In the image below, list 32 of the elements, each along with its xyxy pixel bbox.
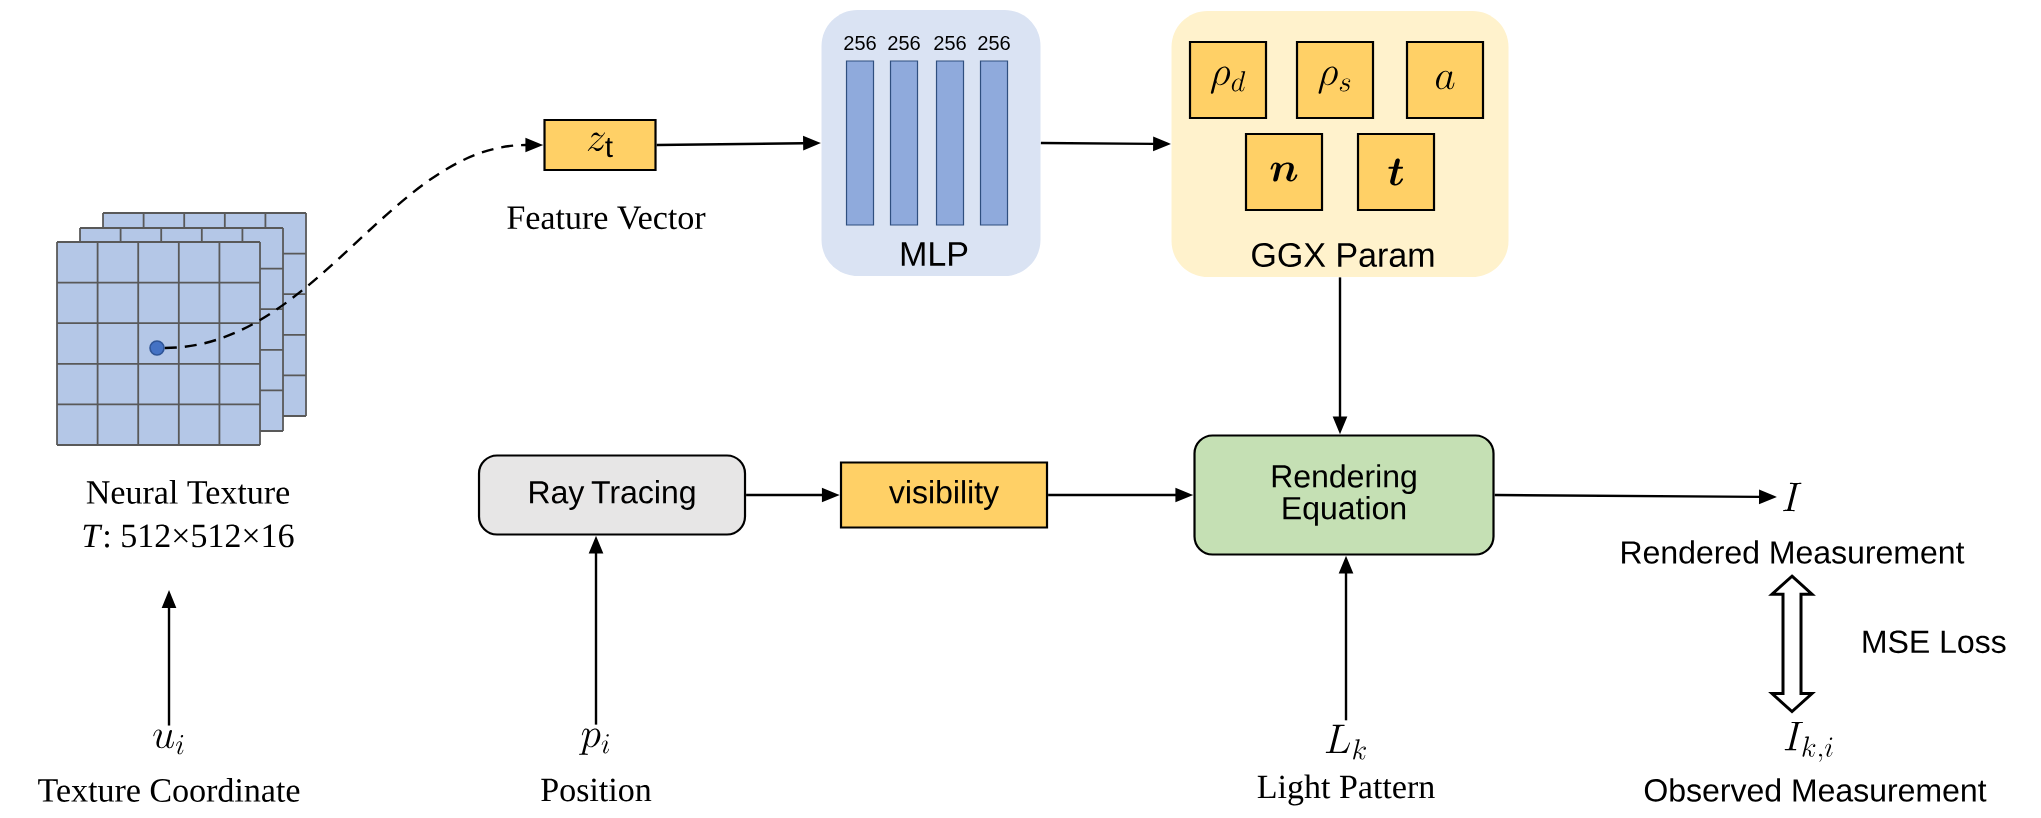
parameter-box: $\rho_{s}$ xyxy=(1295,40,1375,120)
caption-label: Feature Vector xyxy=(507,206,706,230)
edge-label: MSE Loss xyxy=(1856,626,2011,658)
parameter-box: $\rho_{d}$ xyxy=(1188,40,1268,120)
double-arrow xyxy=(1768,574,1816,714)
layer-bar: 256 xyxy=(888,35,920,226)
node-label: 256 xyxy=(844,35,876,51)
parameter-box: $a$ xyxy=(1405,40,1485,120)
node-label: 256 xyxy=(978,35,1010,51)
layer-bar: 256 xyxy=(844,35,876,226)
node-label: 256 xyxy=(934,35,966,51)
node-label: Neural Texture xyxy=(86,480,290,504)
symbol-label: $I$ xyxy=(1783,482,1802,512)
caption-label: Rendered Measurement xyxy=(1622,540,1965,564)
parameter-box: $\boldsymbol{n}$ xyxy=(1244,132,1324,212)
caption-label: Texture Coordinate xyxy=(38,778,300,802)
layer-bar: 256 xyxy=(978,35,1010,226)
layer-bar: 256 xyxy=(934,35,966,226)
process-box: Ray Tracing xyxy=(477,454,747,536)
parameter-box: $\boldsymbol{t}$ xyxy=(1356,132,1436,212)
vector-box: visibility xyxy=(839,461,1049,529)
caption-label: Observed Measurement xyxy=(1644,778,1987,802)
process-box: Rendering Equation xyxy=(1193,434,1495,556)
symbol-label: $I_{k,i}$ xyxy=(1784,721,1833,763)
symbol-label: $u_{i}$ xyxy=(153,729,184,755)
caption-label: Position xyxy=(541,778,652,802)
symbol-label: $L_{k}$ xyxy=(1325,724,1366,760)
caption-label: Light Pattern xyxy=(1257,774,1435,806)
node-label: 256 xyxy=(888,35,920,51)
symbol-label: $p_{i}$ xyxy=(579,728,610,755)
node-label: T: 512×512×16 xyxy=(83,524,294,548)
vector-box: $z_{\mathrm{t}}$ xyxy=(543,118,657,172)
